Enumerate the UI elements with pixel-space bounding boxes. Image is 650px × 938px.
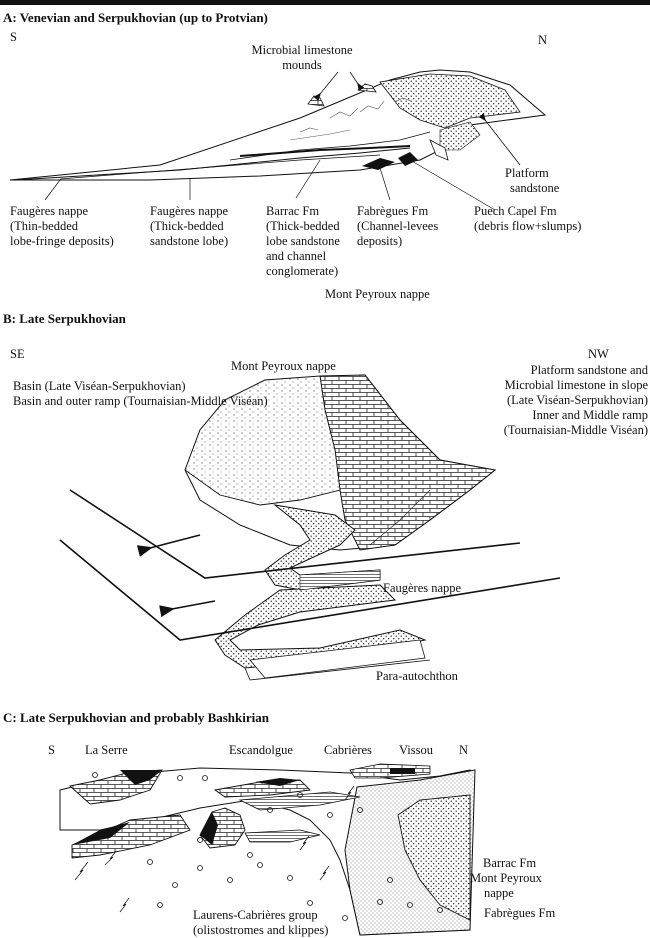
panel-c-title: C: Late Serpukhovian and probably Bashki… [3,710,269,725]
locality-escandolgue: Escandolgue [229,743,293,758]
panel-b-direction-northwest: NW [588,347,609,362]
panel-a-cross-section [10,70,545,210]
panel-c-direction-south: S [48,743,55,758]
puech-capel-fm-label: Puech Capel Fm(debris flow+slumps) [474,204,581,234]
panel-b-title: B: Late Serpukhovian [3,311,126,326]
panel-c-direction-north: N [459,743,468,758]
panel-a-title: A: Venevian and Serpukhovian (up to Prot… [3,10,268,25]
para-autochthon-label: Para-autochthon [376,669,458,684]
locality-la-serre: La Serre [85,743,128,758]
panel-a-direction-south: S [10,30,17,45]
panel-a-direction-north: N [538,33,547,48]
fabregues-fm-label-c: Fabrègues Fm [484,906,555,921]
faugeres-nappe-label-b: Faugères nappe [383,581,461,596]
barrac-fm-label-c: Barrac Fm [483,856,536,871]
mont-peyroux-nappe-label-b: Mont Peyroux nappe [231,359,336,374]
locality-cabrieres: Cabrières [324,743,372,758]
laurens-cabrieres-group-label: Laurens-Cabrières group(olistostromes an… [193,908,328,938]
panel-b-direction-southeast: SE [10,347,25,362]
locality-vissou: Vissou [399,743,433,758]
basin-label: Basin (Late Viséan-Serpukhovian)Basin an… [13,379,268,409]
mont-peyroux-nappe-label-a: Mont Peyroux nappe [325,287,430,302]
